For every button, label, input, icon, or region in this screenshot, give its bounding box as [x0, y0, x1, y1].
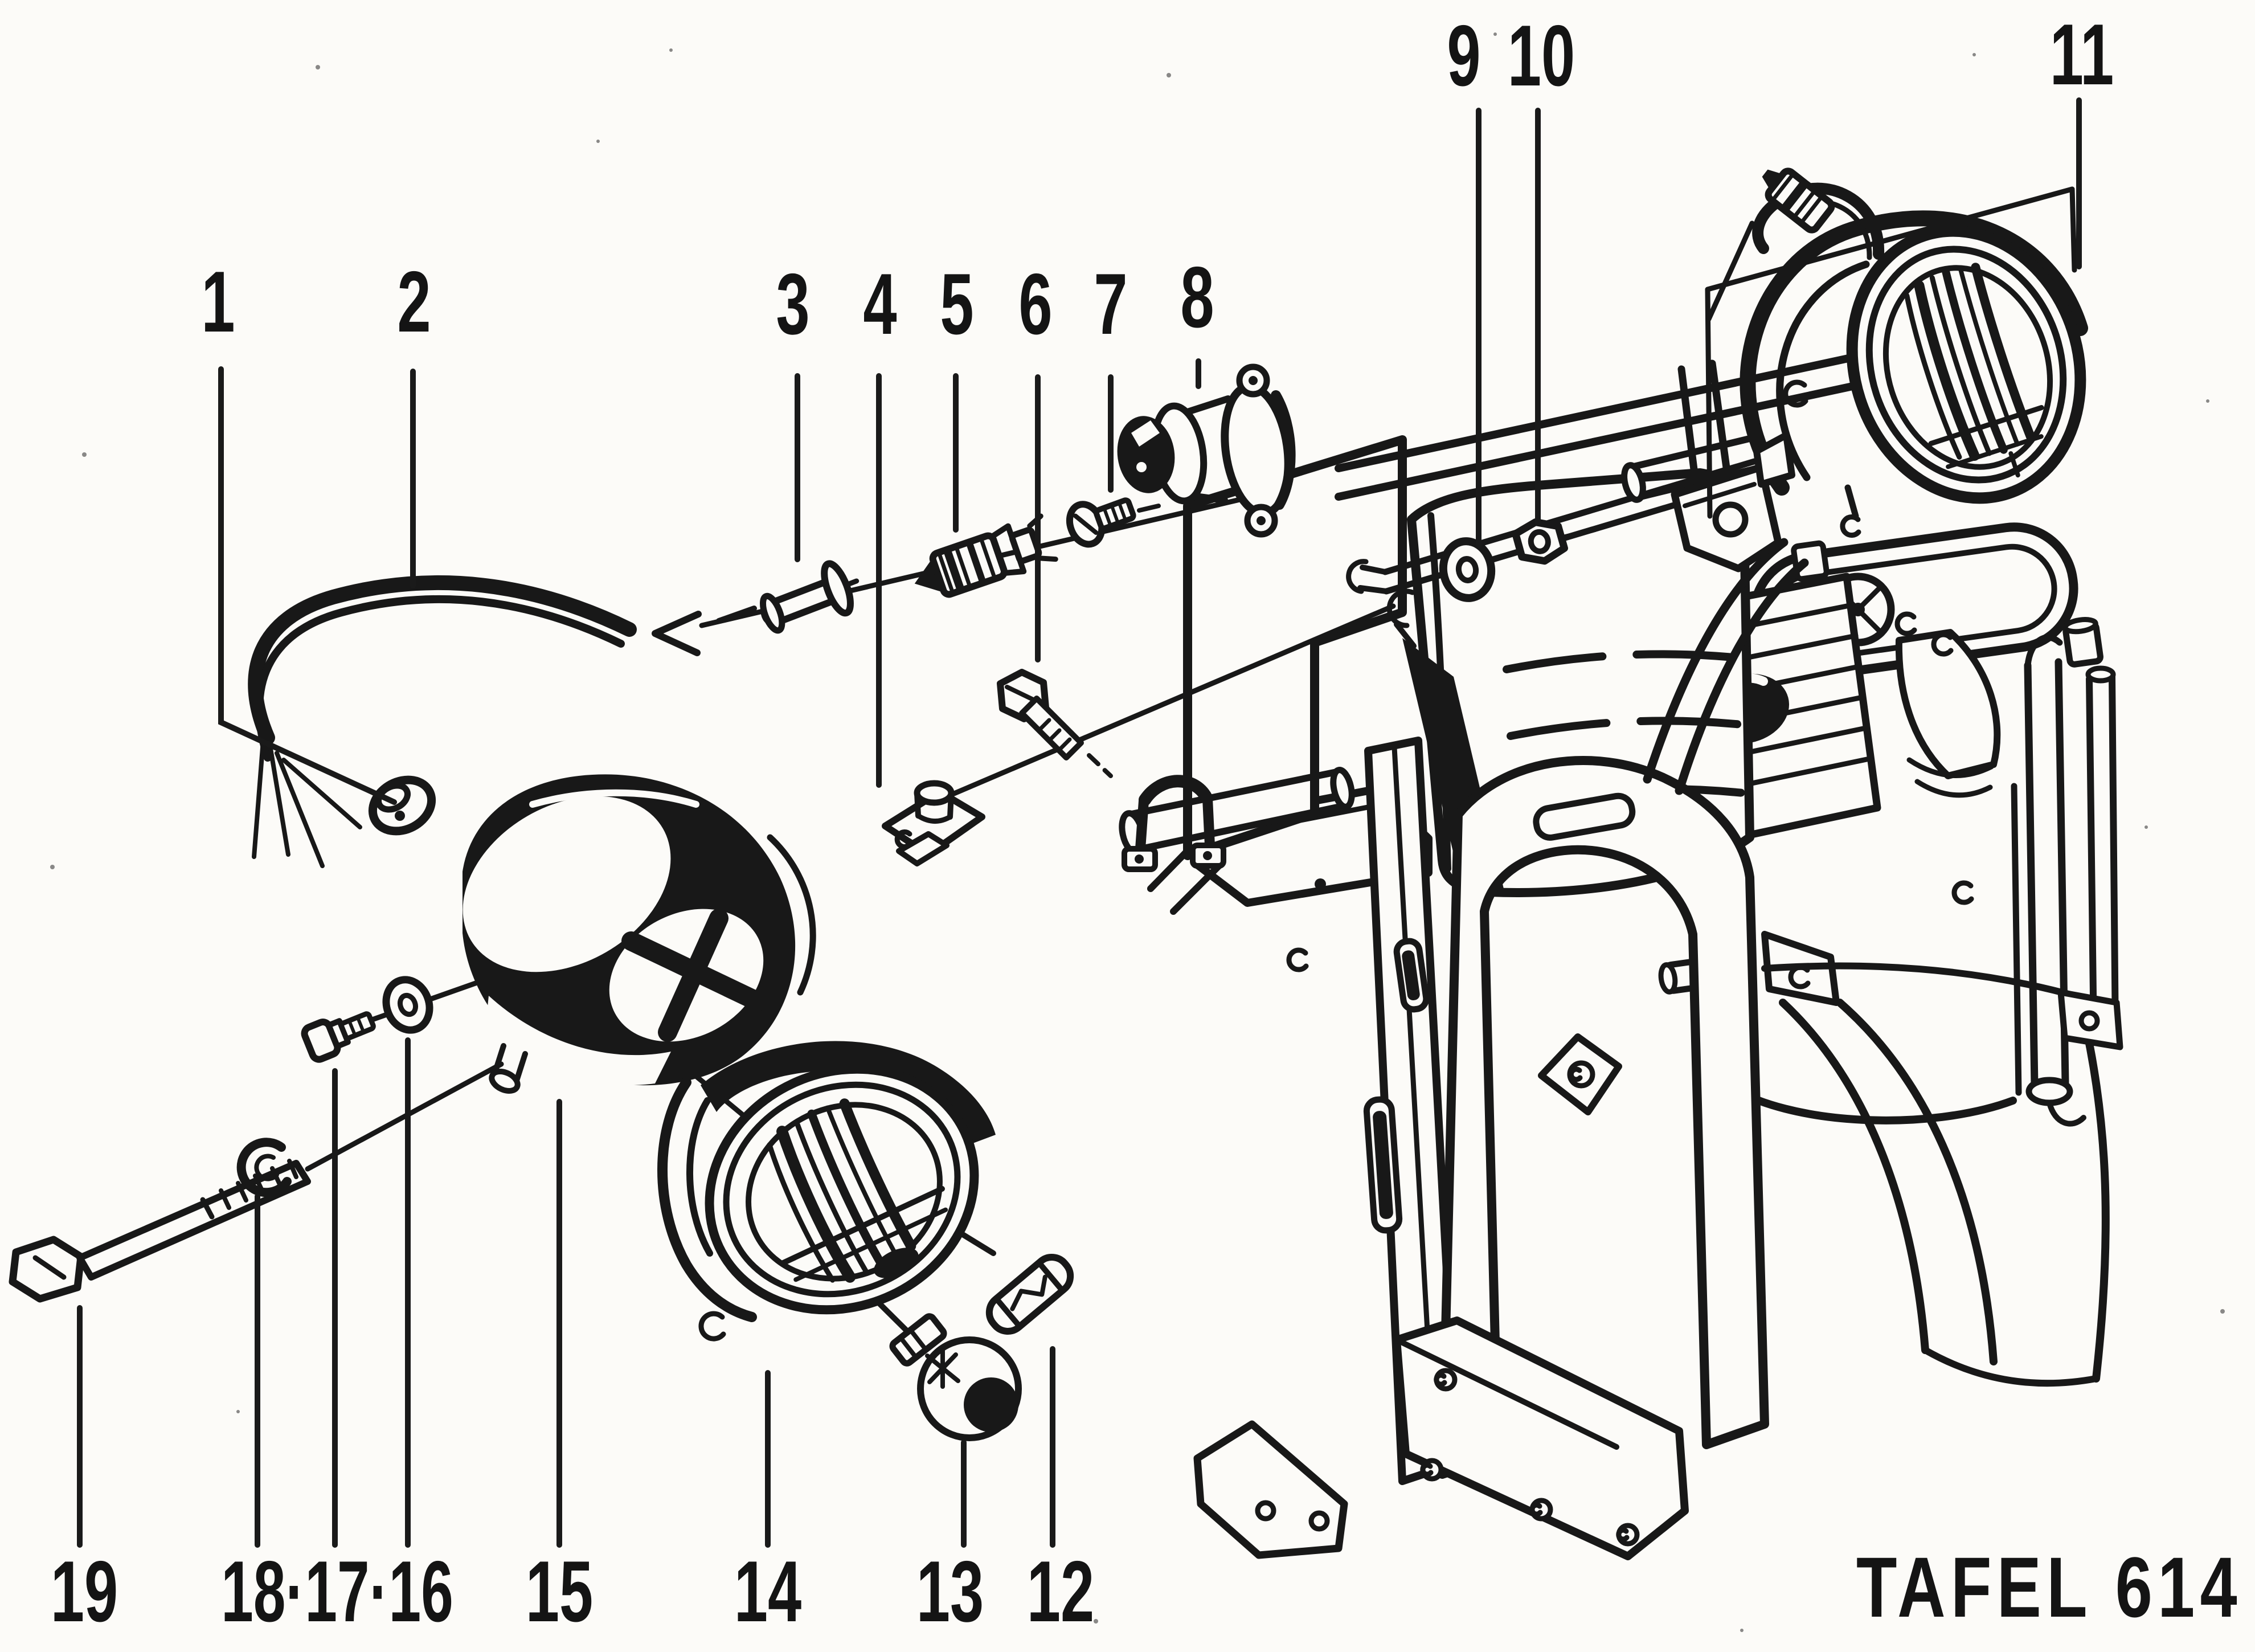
leader-line-1 — [218, 366, 397, 805]
holder-4 — [882, 780, 985, 866]
bulb-12 — [985, 1254, 1074, 1335]
frame-body — [1147, 538, 2123, 1560]
cable-plug — [1762, 167, 1835, 234]
part-label-13: 13 — [916, 1543, 984, 1639]
grommet-1 — [368, 775, 436, 836]
part-label-15: 15 — [526, 1543, 593, 1639]
headlight-lens-flutes — [767, 1098, 948, 1283]
headlamp-assembly-11 — [1706, 167, 2088, 538]
plate-title: TAFEL 614 — [1856, 1539, 2242, 1635]
scan-speckles — [50, 32, 2225, 1632]
headlight-14 — [657, 1041, 996, 1342]
part-label-8: 8 — [1180, 248, 1214, 345]
spring-washer-18 — [236, 1138, 292, 1197]
part-label-14: 14 — [734, 1543, 801, 1639]
bolt-19 — [9, 1159, 311, 1303]
headlamp-lens-flutes — [1904, 263, 2044, 478]
clevis-bracket — [1671, 463, 1782, 573]
bulb-13 — [889, 1313, 1022, 1441]
washer-16 — [382, 976, 433, 1034]
part-label-9: 9 — [1447, 7, 1480, 104]
washer-9 — [1439, 537, 1496, 602]
clamp-and-tube — [1119, 767, 1355, 872]
part-label-1: 1 — [201, 253, 235, 350]
part-label-11: 11 — [2050, 6, 2114, 103]
pin-3 — [759, 560, 860, 634]
part-label-12: 12 — [1027, 1543, 1094, 1639]
part-label-5: 5 — [940, 255, 973, 352]
bolt-6 — [997, 669, 1084, 760]
connector-5 — [914, 513, 1058, 598]
part-label-3: 3 — [776, 255, 809, 352]
part-label-19: 19 — [51, 1543, 118, 1639]
part-label-2: 2 — [397, 253, 431, 350]
part-label-7: 7 — [1094, 255, 1127, 352]
bottom-plate-screws — [1420, 1368, 1640, 1547]
screw-7 — [1066, 497, 1136, 548]
headlight-shell-15 — [463, 774, 816, 1094]
screw-17 — [301, 1011, 376, 1063]
part-label-4: 4 — [863, 255, 897, 352]
headlamp-mount-panel — [1705, 186, 2077, 519]
cable-harness-2 — [248, 575, 702, 868]
part-label-18·17·16: 18·17·16 — [221, 1544, 453, 1640]
switch-8 — [1117, 363, 1296, 538]
part-label-6: 6 — [1018, 255, 1052, 352]
cable-arrow-icon — [652, 611, 702, 656]
part-label-10: 10 — [1508, 7, 1575, 104]
